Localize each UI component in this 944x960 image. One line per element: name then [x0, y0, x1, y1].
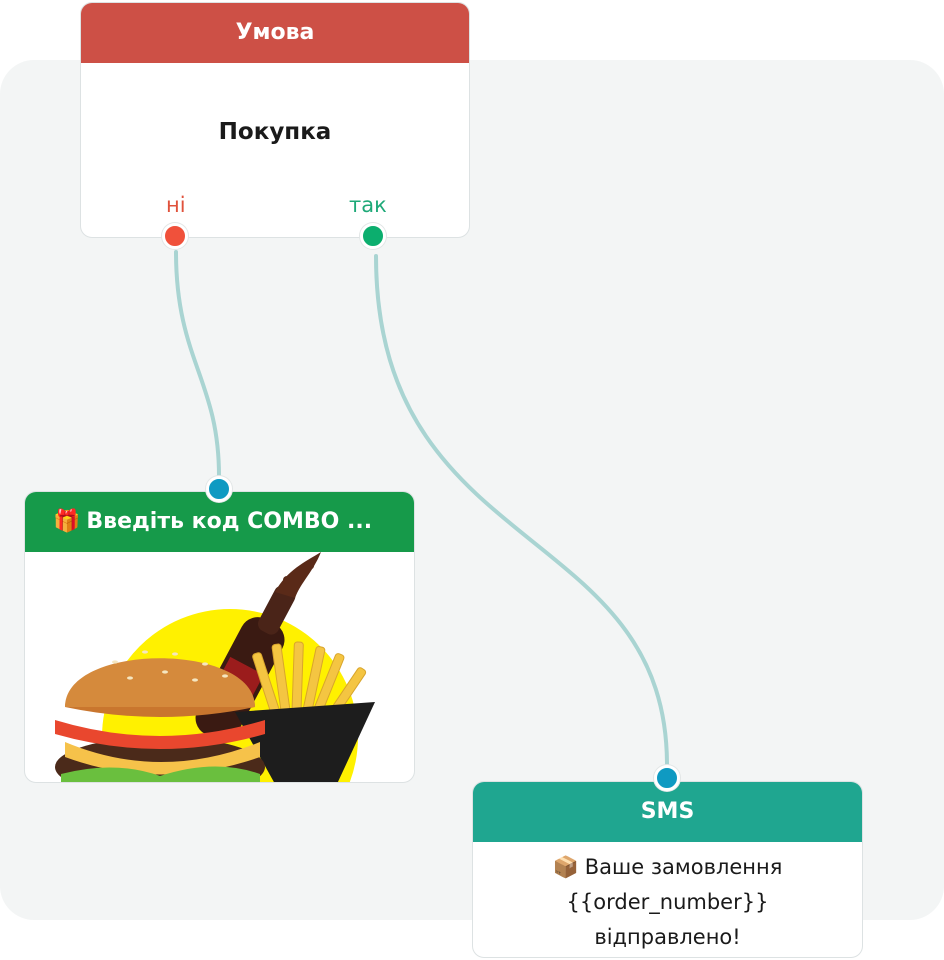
sms-message-line3: відправлено! — [594, 925, 741, 949]
condition-node-header: Умова — [81, 3, 469, 63]
branch-label-yes: так — [349, 193, 387, 217]
sms-node-header: SMS — [473, 782, 862, 842]
output-port-no[interactable] — [162, 223, 188, 249]
branch-label-no: ні — [166, 193, 186, 217]
connector-yes-to-sms — [374, 254, 669, 767]
condition-title: Покупка — [218, 119, 332, 145]
output-port-yes[interactable] — [360, 223, 386, 249]
connector-no-to-promo — [174, 250, 221, 478]
promo-node-header: 🎁Введіть код COMBO ... — [25, 492, 414, 552]
combo-meal-illustration — [55, 552, 375, 782]
sms-message-line1: Ваше замовлення — [584, 855, 783, 879]
sms-message-line2: {{order_number}} — [566, 890, 769, 914]
input-port-sms[interactable] — [654, 765, 680, 791]
package-icon: 📦 — [552, 855, 579, 879]
combo-meal-image — [25, 552, 414, 782]
gift-icon: 🎁 — [53, 509, 81, 534]
input-port-promo[interactable] — [206, 476, 232, 502]
sms-node[interactable]: SMS 📦Ваше замовлення {{order_number}} ві… — [472, 781, 863, 958]
promo-node-title: Введіть код COMBO ... — [86, 509, 373, 534]
sms-message: 📦Ваше замовлення {{order_number}} відпра… — [493, 850, 842, 955]
condition-node[interactable]: Умова Покупка ні так — [80, 2, 470, 238]
promo-message-node[interactable]: 🎁Введіть код COMBO ... — [24, 491, 415, 783]
